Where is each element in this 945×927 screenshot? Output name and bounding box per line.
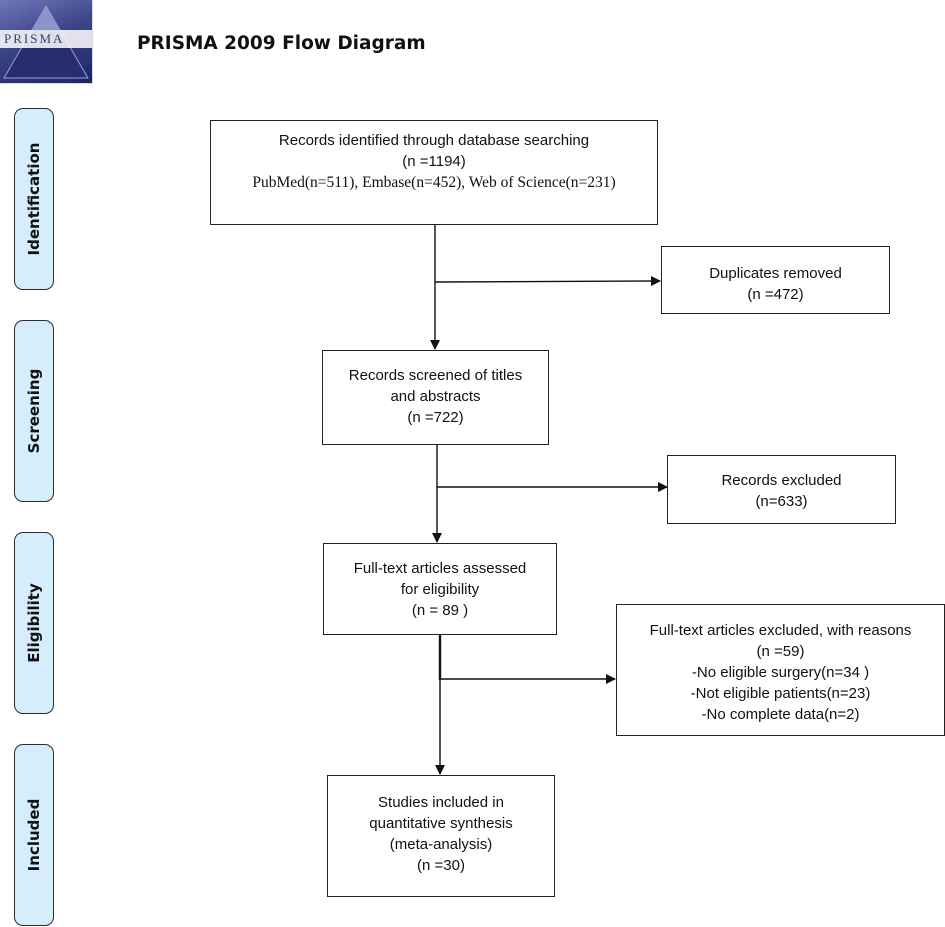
records-screened-count: (n =722) [407,409,464,426]
records-excluded-count: (n=633) [755,493,808,510]
duplicates-removed-count: (n =472) [747,286,804,303]
studies-included-label-3: (meta-analysis) [389,836,493,853]
box-records-screened: Records screened of titles and abstracts… [322,350,549,445]
phase-included: Included [14,744,54,926]
phase-identification: Identification [14,108,54,290]
duplicates-removed-label: Duplicates removed [709,265,842,282]
fulltext-excluded-count: (n =59) [756,643,805,660]
box-records-identified: Records identified through database sear… [210,120,658,225]
box-duplicates-removed: Duplicates removed (n =472) [661,246,890,314]
records-screened-label-1: Records screened of titles [348,367,523,384]
logo-wordmark: PRISMA [0,30,92,48]
records-excluded-label: Records excluded [721,472,842,489]
page-title: PRISMA 2009 Flow Diagram [137,33,426,54]
records-identified-sources: PubMed(n=511), Embase(n=452), Web of Sci… [252,174,616,191]
fulltext-excluded-label: Full-text articles excluded, with reason… [649,622,912,639]
box-fulltext-assessed: Full-text articles assessed for eligibil… [323,543,557,635]
studies-included-count: (n =30) [417,857,465,874]
fulltext-assessed-label-2: for eligibility [400,581,480,598]
fulltext-assessed-label-1: Full-text articles assessed [353,560,527,577]
records-identified-label: Records identified through database sear… [278,132,590,149]
studies-included-label-2: quantitative synthesis [369,815,513,832]
fulltext-excluded-reason-patients: -Not eligible patients(n=23) [690,685,871,702]
prisma-logo: PRISMA [0,0,93,84]
box-fulltext-excluded: Full-text articles excluded, with reason… [616,604,945,736]
arrow-to-duplicates [434,276,661,287]
records-screened-label-2: and abstracts [390,388,481,405]
records-identified-count: (n =1194) [402,153,466,170]
fulltext-excluded-reason-data: -No complete data(n=2) [701,706,860,723]
box-studies-included: Studies included in quantitative synthes… [327,775,555,897]
fulltext-assessed-count: (n = 89 ) [411,602,469,619]
fulltext-excluded-reason-surgery: -No eligible surgery(n=34 ) [691,664,870,681]
box-records-excluded: Records excluded (n=633) [667,455,896,524]
phase-screening: Screening [14,320,54,502]
studies-included-label-1: Studies included in [378,794,504,811]
phase-eligibility: Eligibility [14,532,54,714]
